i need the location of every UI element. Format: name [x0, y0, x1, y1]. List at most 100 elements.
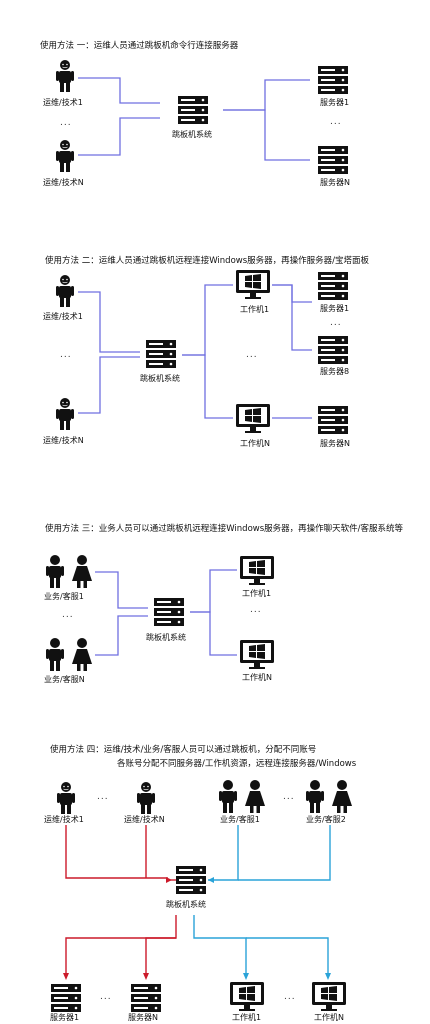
server-icon — [146, 340, 176, 372]
server-icon — [318, 272, 348, 304]
ellipsis: ... — [283, 792, 295, 802]
workstation-label: 工作机1 — [240, 305, 270, 314]
server-icon-svg — [318, 272, 348, 300]
windows-workstation-icon — [236, 270, 270, 304]
workstation-label: 工作机N — [242, 673, 272, 682]
workstation-label: 工作机1 — [232, 1013, 262, 1022]
windows-workstation-icon — [240, 640, 274, 674]
jump-server-label: 跳板机系统 — [146, 633, 186, 642]
section-2-title: 使用方法 二：运维人员通过跳板机远程连接Windows服务器，再操作服务器/宝塔… — [45, 256, 370, 266]
jump-server-label: 跳板机系统 — [140, 374, 180, 383]
server-icon — [131, 984, 161, 1016]
business-users-icon — [218, 780, 266, 818]
ellipsis: ... — [330, 117, 342, 127]
windows-monitor-svg — [240, 556, 274, 585]
windows-monitor-svg — [230, 982, 264, 1011]
windows-workstation-icon — [312, 982, 346, 1016]
ellipsis: ... — [60, 118, 72, 128]
server-icon — [318, 336, 348, 368]
jump-server-label: 跳板机系统 — [166, 900, 206, 909]
windows-monitor-svg — [236, 404, 270, 433]
server-label: 服务器N — [320, 439, 350, 448]
man-woman-svg — [219, 780, 265, 813]
user-label: 运维/技术N — [124, 815, 165, 824]
section-4-title-line-2: 各账号分配不同服务器/工作机资源，远程连接服务器/Windows — [117, 759, 357, 769]
section-4-title-line-1: 使用方法 四：运维/技术/业务/客服人员可以通过跳板机，分配不同账号 — [50, 745, 317, 755]
server-icon-svg — [146, 340, 176, 368]
business-users-icon — [305, 780, 353, 818]
server-icon-svg — [178, 96, 208, 124]
person-icon-svg — [57, 782, 75, 814]
person-icon — [56, 398, 74, 434]
user-label: 业务/客服1 — [220, 815, 260, 824]
ellipsis: ... — [330, 318, 342, 328]
ellipsis: ... — [60, 350, 72, 360]
server-icon — [154, 598, 184, 630]
man-woman-svg — [46, 555, 92, 588]
man-woman-svg — [46, 638, 92, 671]
jump-server-label: 跳板机系统 — [172, 130, 212, 139]
user-label: 运维/技术1 — [43, 312, 83, 321]
section-3-title: 使用方法 三：业务人员可以通过跳板机远程连接Windows服务器，再操作聊天软件… — [45, 524, 404, 534]
person-icon-svg — [137, 782, 155, 814]
server-icon-svg — [51, 984, 81, 1012]
person-icon — [56, 275, 74, 311]
server-icon-svg — [318, 146, 348, 174]
windows-monitor-svg — [236, 270, 270, 299]
person-icon — [56, 140, 74, 176]
section-1-connectors — [78, 77, 310, 161]
server-icon-svg — [176, 866, 206, 894]
section-1-title: 使用方法 一：运维人员通过跳板机命令行连接服务器 — [40, 41, 239, 51]
user-label: 运维/技术1 — [44, 815, 84, 824]
server-icon — [51, 984, 81, 1016]
person-icon-svg — [56, 60, 74, 92]
windows-workstation-icon — [230, 982, 264, 1016]
user-label: 业务/客服N — [44, 675, 85, 684]
section-method-1: 使用方法 一：运维人员通过跳板机命令行连接服务器 运维/技术1 ... 运维/技… — [0, 0, 430, 200]
server-label: 服务器1 — [320, 304, 350, 313]
section-method-2: 使用方法 二：运维人员通过跳板机远程连接Windows服务器，再操作服务器/宝塔… — [0, 0, 430, 470]
server-icon — [318, 146, 348, 178]
server-label: 服务器N — [128, 1013, 158, 1022]
section-method-3: 使用方法 三：业务人员可以通过跳板机远程连接Windows服务器，再操作聊天软件… — [44, 524, 404, 684]
server-icon-svg — [318, 336, 348, 364]
server-label: 服务器1 — [320, 98, 350, 107]
ellipsis: ... — [284, 992, 296, 1002]
server-icon-svg — [318, 66, 348, 94]
server-icon — [176, 866, 206, 898]
ellipsis: ... — [246, 350, 258, 360]
user-label: 运维/技术N — [43, 178, 84, 187]
person-icon-svg — [56, 398, 74, 430]
section-3-connectors — [95, 569, 237, 656]
ellipsis: ... — [250, 605, 262, 615]
server-icon — [318, 406, 348, 438]
windows-monitor-svg — [240, 640, 274, 669]
server-icon-svg — [154, 598, 184, 626]
server-icon — [318, 66, 348, 98]
person-icon-svg — [56, 275, 74, 307]
server-icon-svg — [318, 406, 348, 434]
server-label: 服务器N — [320, 178, 350, 187]
user-label: 运维/技术1 — [43, 98, 83, 107]
business-users-icon — [45, 638, 93, 676]
user-label: 运维/技术N — [43, 436, 84, 445]
ellipsis: ... — [62, 610, 74, 620]
server-icon-svg — [131, 984, 161, 1012]
user-label: 业务/客服1 — [44, 592, 84, 601]
server-icon — [178, 96, 208, 128]
person-icon — [137, 782, 155, 818]
workstation-label: 工作机1 — [242, 589, 272, 598]
server-label: 服务器8 — [320, 367, 350, 376]
server-label: 服务器1 — [50, 1013, 80, 1022]
windows-monitor-svg — [312, 982, 346, 1011]
section-2-connectors — [78, 284, 312, 419]
man-woman-svg — [306, 780, 352, 813]
person-icon-svg — [56, 140, 74, 172]
business-users-icon — [45, 555, 93, 593]
windows-workstation-icon — [240, 556, 274, 590]
workstation-label: 工作机N — [314, 1013, 344, 1022]
windows-workstation-icon — [236, 404, 270, 438]
ellipsis: ... — [97, 792, 109, 802]
